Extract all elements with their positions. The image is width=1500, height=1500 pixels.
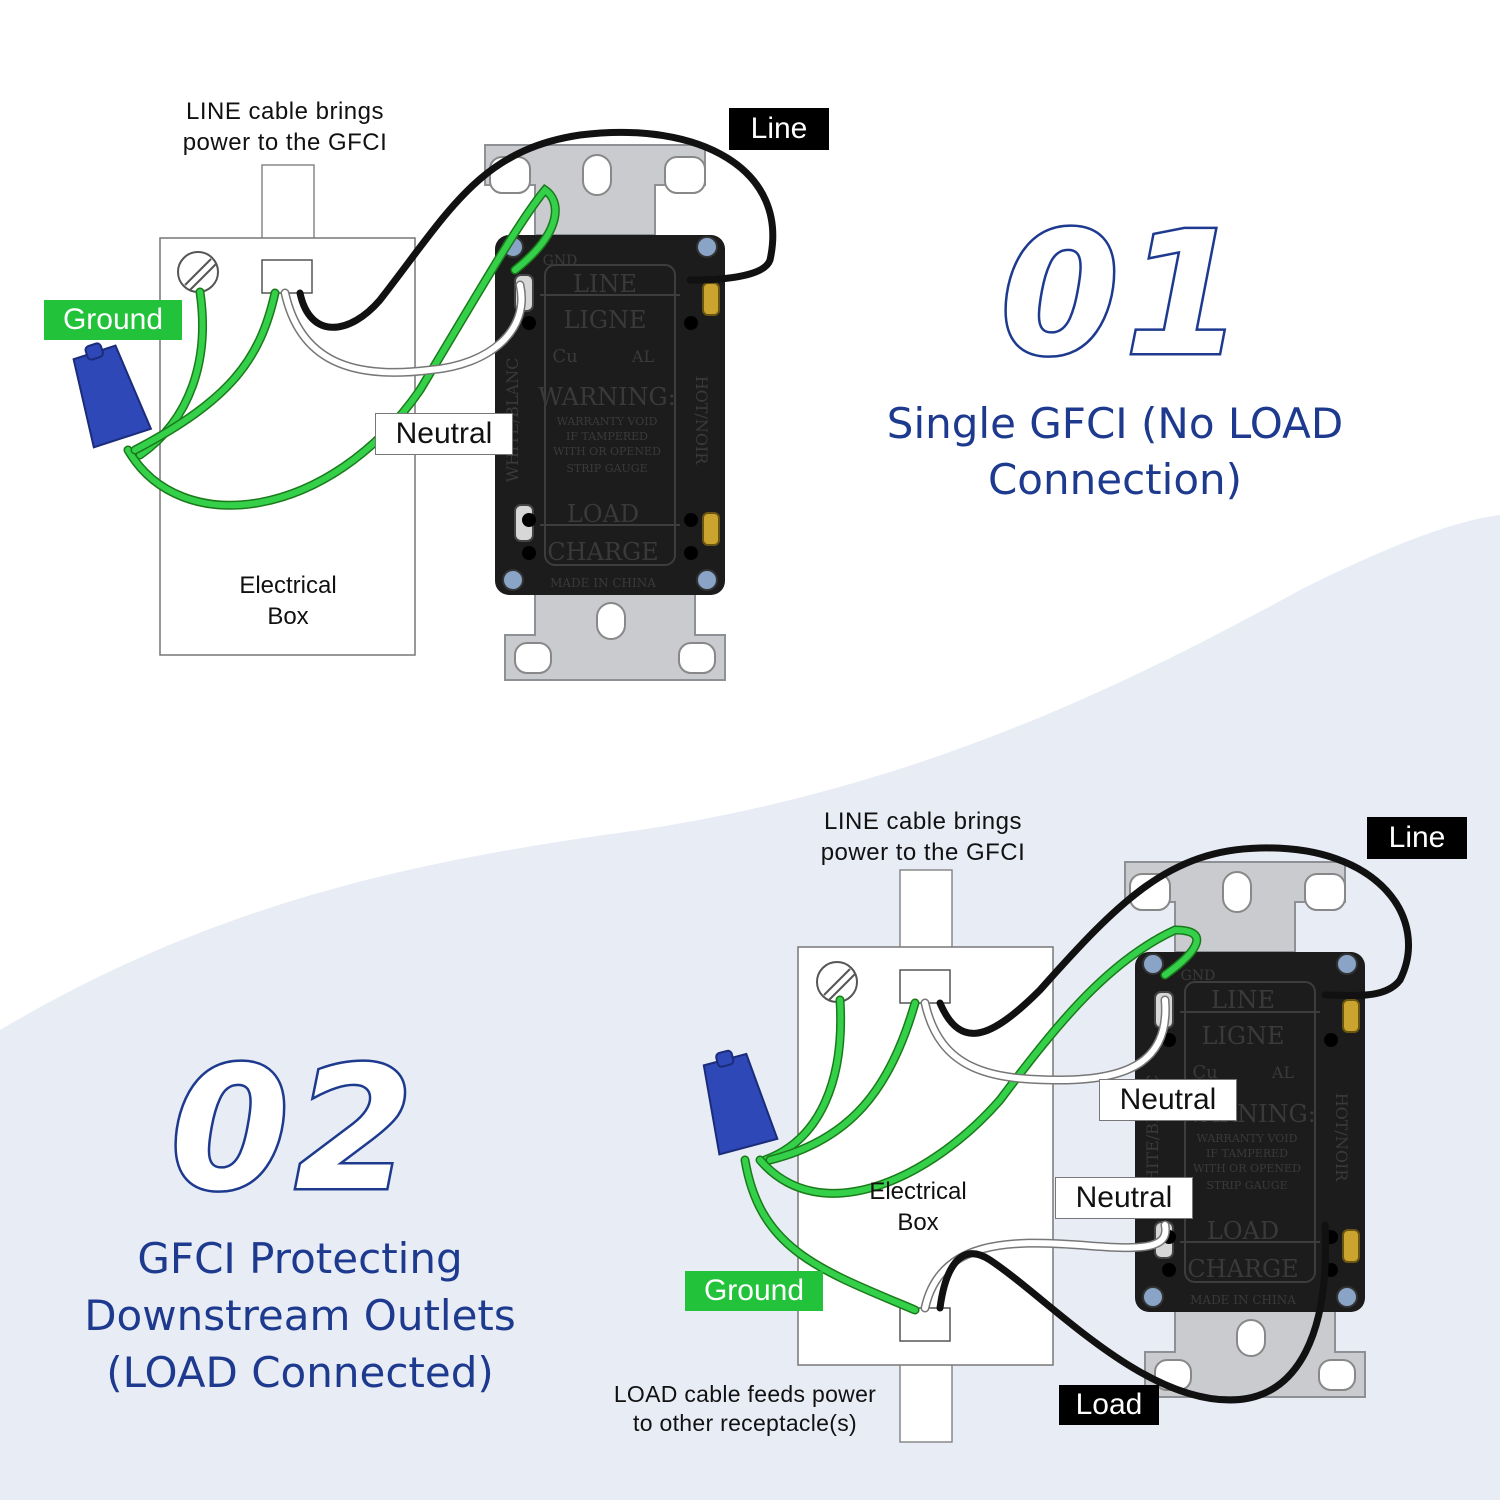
svg-text:LIGNE: LIGNE	[1201, 1022, 1284, 1050]
section2-title-line2: Downstream Outlets	[84, 1291, 516, 1340]
wire-nut-2	[702, 1049, 779, 1156]
svg-text:LIGNE: LIGNE	[563, 306, 646, 334]
svg-text:LINE: LINE	[573, 270, 637, 298]
section1-title-line2: Connection)	[987, 455, 1243, 504]
electrical-box-label-1-line2: Box	[267, 603, 309, 630]
svg-text:CHARGE: CHARGE	[1187, 1255, 1298, 1283]
load-cable-note-line1: LOAD cable feeds power	[613, 1381, 877, 1407]
line-cable-note-1: LINE cable brings power to the GFCI	[150, 96, 420, 158]
svg-text:HOT/NOIR: HOT/NOIR	[692, 376, 711, 466]
background-band	[0, 515, 1500, 1500]
electrical-box-label-2-line1: Electrical	[869, 1178, 967, 1205]
section2-title: GFCI Protecting Downstream Outlets (LOAD…	[40, 1230, 560, 1401]
section1-number: 01	[998, 196, 1250, 394]
load-cable-note: LOAD cable feeds power to other receptac…	[590, 1380, 900, 1438]
section1-title-line1: Single GFCI (No LOAD	[886, 399, 1344, 448]
load-tag: Load	[1059, 1385, 1159, 1425]
section2-title-line1: GFCI Protecting	[137, 1234, 463, 1283]
svg-text:AL: AL	[631, 347, 655, 366]
svg-text:GND: GND	[1181, 968, 1216, 984]
svg-text:Cu: Cu	[1192, 1062, 1217, 1083]
wire-nut-1	[72, 342, 153, 449]
svg-text:GND: GND	[543, 253, 578, 269]
section1-title: Single GFCI (No LOAD Connection)	[835, 396, 1395, 508]
svg-text:WARNING:: WARNING:	[538, 383, 676, 411]
svg-text:IF TAMPERED: IF TAMPERED	[566, 430, 648, 443]
load-cable-note-line2: to other receptacle(s)	[633, 1410, 857, 1436]
electrical-box-label-2-line2: Box	[897, 1209, 939, 1236]
section2-title-line3: (LOAD Connected)	[106, 1348, 494, 1397]
neutral-tag-1: Neutral	[375, 413, 513, 455]
svg-text:WARRANTY VOID: WARRANTY VOID	[557, 415, 658, 428]
line-cable-note-2-line2: power to the GFCI	[820, 839, 1026, 866]
line-cable-note-2: LINE cable brings power to the GFCI	[788, 806, 1058, 868]
svg-text:WITH OR OPENED: WITH OR OPENED	[1193, 1162, 1301, 1175]
electrical-box-label-2: Electrical Box	[818, 1176, 1018, 1238]
svg-text:WITH OR OPENED: WITH OR OPENED	[553, 445, 661, 458]
svg-text:Cu: Cu	[552, 346, 577, 367]
line-cable-note-1-line2: power to the GFCI	[182, 129, 388, 156]
svg-text:AL: AL	[1271, 1063, 1295, 1082]
section2-number: 02	[168, 1031, 420, 1229]
svg-text:LOAD: LOAD	[567, 500, 639, 528]
neutral-tag-2-bottom: Neutral	[1055, 1177, 1193, 1219]
ground-tag-1: Ground	[44, 300, 182, 340]
ground-tag-2: Ground	[685, 1271, 823, 1311]
svg-text:MADE IN CHINA: MADE IN CHINA	[1190, 1293, 1296, 1307]
svg-text:WARRANTY VOID: WARRANTY VOID	[1197, 1132, 1298, 1145]
electrical-box-label-1-line1: Electrical	[239, 572, 337, 599]
line-cable-note-2-line1: LINE cable brings	[824, 808, 1022, 835]
neutral-tag-2-top: Neutral	[1099, 1079, 1237, 1121]
svg-text:MADE IN CHINA: MADE IN CHINA	[550, 576, 656, 590]
svg-text:STRIP GAUGE: STRIP GAUGE	[1206, 1179, 1287, 1192]
line-cable-note-1-line1: LINE cable brings	[186, 98, 384, 125]
svg-text:HOT/NOIR: HOT/NOIR	[1332, 1093, 1351, 1183]
line-tag-2: Line	[1367, 817, 1467, 859]
svg-text:LOAD: LOAD	[1207, 1217, 1279, 1245]
svg-text:LINE: LINE	[1211, 986, 1275, 1014]
svg-text:STRIP GAUGE: STRIP GAUGE	[566, 462, 647, 475]
section1-diagram: GND LINE LIGNE Cu AL WARNING: WARRANTY V…	[72, 128, 777, 681]
svg-text:IF TAMPERED: IF TAMPERED	[1206, 1147, 1288, 1160]
svg-text:CHARGE: CHARGE	[547, 538, 658, 566]
electrical-box-label-1: Electrical Box	[188, 570, 388, 632]
line-tag-1: Line	[729, 108, 829, 150]
